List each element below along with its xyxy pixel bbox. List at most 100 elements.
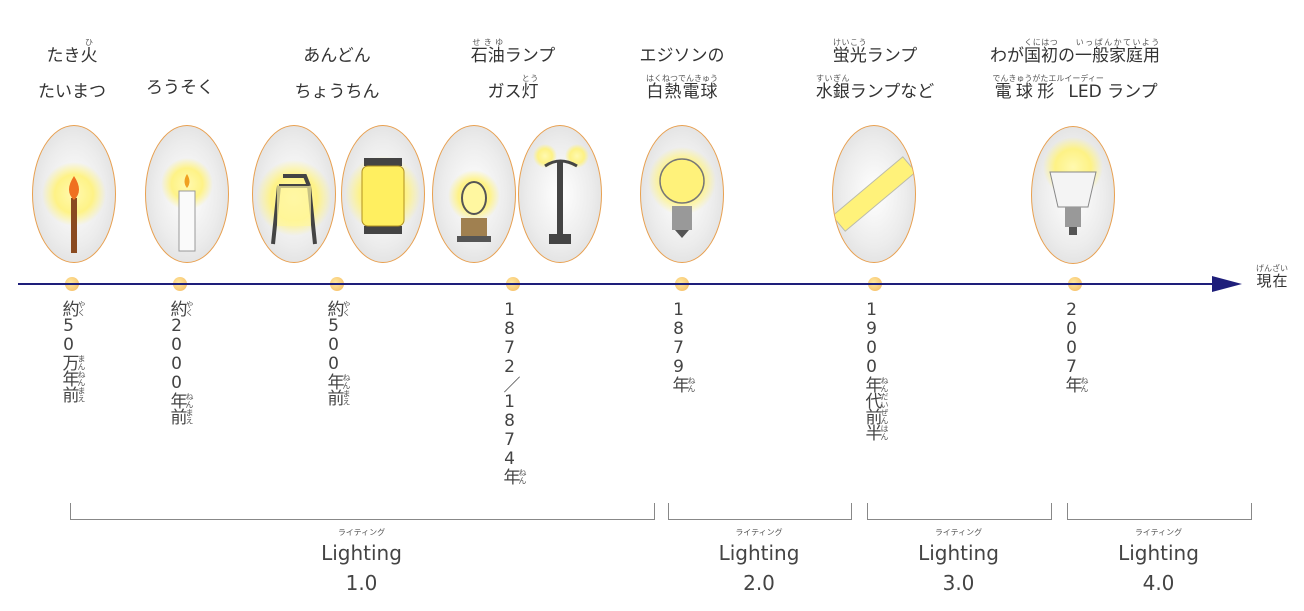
text: いっぱんかていよう <box>1075 38 1160 47</box>
era-bracket <box>70 503 655 520</box>
text: やく <box>77 300 86 316</box>
text: 年 <box>499 468 520 484</box>
text: 一般家庭用 <box>1075 46 1160 66</box>
torch-icon <box>32 125 116 263</box>
text: まんねんまえ <box>77 354 86 402</box>
text: Lighting <box>918 541 999 565</box>
text: 4.0 <box>1142 571 1175 595</box>
text: でんきゅうがたエルイーディー <box>992 74 1104 83</box>
item-date: 約やく2000年前ねんまえ <box>166 300 195 424</box>
text: たいまつ <box>38 82 106 102</box>
text: 年前 <box>323 373 344 405</box>
era-label: ライティング Lighting 1.0 <box>321 528 402 598</box>
timeline-arrow-icon <box>1212 276 1242 292</box>
item-title: エジソンの白熱電球はくねつでんきゅう <box>640 38 725 110</box>
text: ガス <box>487 82 522 102</box>
text: 国初 <box>1024 46 1058 66</box>
text: ライティング <box>337 528 386 537</box>
text: やく <box>342 300 351 316</box>
text: ねんだいぜんはん <box>880 376 889 440</box>
text: 蛍光 <box>832 46 867 66</box>
text: げんざい <box>1256 264 1288 273</box>
text: 水銀 <box>815 82 850 102</box>
text: 現在 <box>1256 272 1288 290</box>
text: 1879 <box>668 300 689 376</box>
text: ランプ <box>866 46 918 66</box>
candle-icon <box>145 125 229 263</box>
item-title: あんどんちょうちん <box>295 38 380 110</box>
text: くにはつ <box>1024 38 1058 47</box>
item-date: 1872／1874年ねん <box>499 300 528 484</box>
paper-lantern-icon <box>341 125 425 263</box>
text: ライティング <box>1134 528 1183 537</box>
text: Lighting <box>321 541 402 565</box>
text: やく <box>185 300 194 316</box>
text: せきゆ <box>470 38 505 47</box>
item-title: たき火ひたいまつ <box>38 38 106 110</box>
text: ねん <box>687 376 696 392</box>
era-bracket <box>1067 503 1252 520</box>
text: 万年前 <box>58 354 79 402</box>
text: エジソンの <box>639 46 725 66</box>
text: 500 <box>323 316 344 373</box>
item-date: 1900年代前半ねんだいぜんはん <box>861 300 890 440</box>
text: ひ <box>80 38 98 47</box>
text: 火 <box>80 46 98 66</box>
item-date: 約やく500年前ねんまえ <box>323 300 352 405</box>
text: ろうそく <box>146 78 214 98</box>
text: 2000 <box>166 316 187 392</box>
text: ねんまえ <box>185 392 194 424</box>
text: 2007 <box>1061 300 1082 376</box>
text: たき <box>46 46 81 66</box>
text: 年前 <box>166 392 187 424</box>
text: はくねつでんきゅう <box>646 74 718 83</box>
item-title: 石油せきゆランプガス灯とう <box>471 38 556 110</box>
text: 年代前半 <box>861 376 882 440</box>
text: ランプ <box>504 46 556 66</box>
text: ランプ <box>1101 82 1158 102</box>
text: 年 <box>1061 376 1082 392</box>
text: 1.0 <box>345 571 378 595</box>
item-title: わが国初くにはつの一般家庭用いっぱんかていよう電球形 LEDでんきゅうがたエルイ… <box>990 38 1160 110</box>
text: ライティング <box>735 528 783 537</box>
text: 約 <box>58 300 79 316</box>
andon-lantern-icon <box>252 125 336 263</box>
text: とう <box>521 74 539 83</box>
item-date: 2007年ねん <box>1061 300 1090 392</box>
text: 約 <box>166 300 187 316</box>
text: 電球形 LED <box>992 82 1104 102</box>
oil-lamp-icon <box>432 125 516 263</box>
now-label: 現在げんざい <box>1256 264 1288 290</box>
fluorescent-tube-icon <box>832 125 916 263</box>
era-bracket <box>668 503 852 520</box>
text: 2.0 <box>743 571 775 595</box>
text: 年 <box>668 376 689 392</box>
text: けいこう <box>832 38 867 47</box>
text: ライティング <box>934 528 983 537</box>
text: 約 <box>323 300 344 316</box>
text: あんどん <box>303 46 371 66</box>
text: ちょうちん <box>294 82 380 102</box>
item-title: ろうそく <box>146 70 214 106</box>
era-label: ライティング Lighting 3.0 <box>918 528 999 598</box>
text: 1872／1874 <box>499 300 520 468</box>
text: 3.0 <box>942 571 975 595</box>
gas-lamp-icon <box>518 125 602 263</box>
text: の <box>1058 46 1075 66</box>
timeline-axis <box>18 283 1218 285</box>
incandescent-bulb-icon <box>640 125 724 263</box>
text: 50 <box>58 316 79 354</box>
text: ねん <box>518 468 527 484</box>
text: わが <box>990 46 1024 66</box>
item-date: 1879年ねん <box>668 300 697 392</box>
text: 灯 <box>521 82 539 102</box>
text: 石油 <box>470 46 505 66</box>
text: ねんまえ <box>342 373 351 405</box>
led-bulb-icon <box>1031 126 1115 264</box>
text: 1900 <box>861 300 882 376</box>
text: ねん <box>1080 376 1089 392</box>
text: ランプなど <box>849 82 935 102</box>
era-bracket <box>867 503 1052 520</box>
